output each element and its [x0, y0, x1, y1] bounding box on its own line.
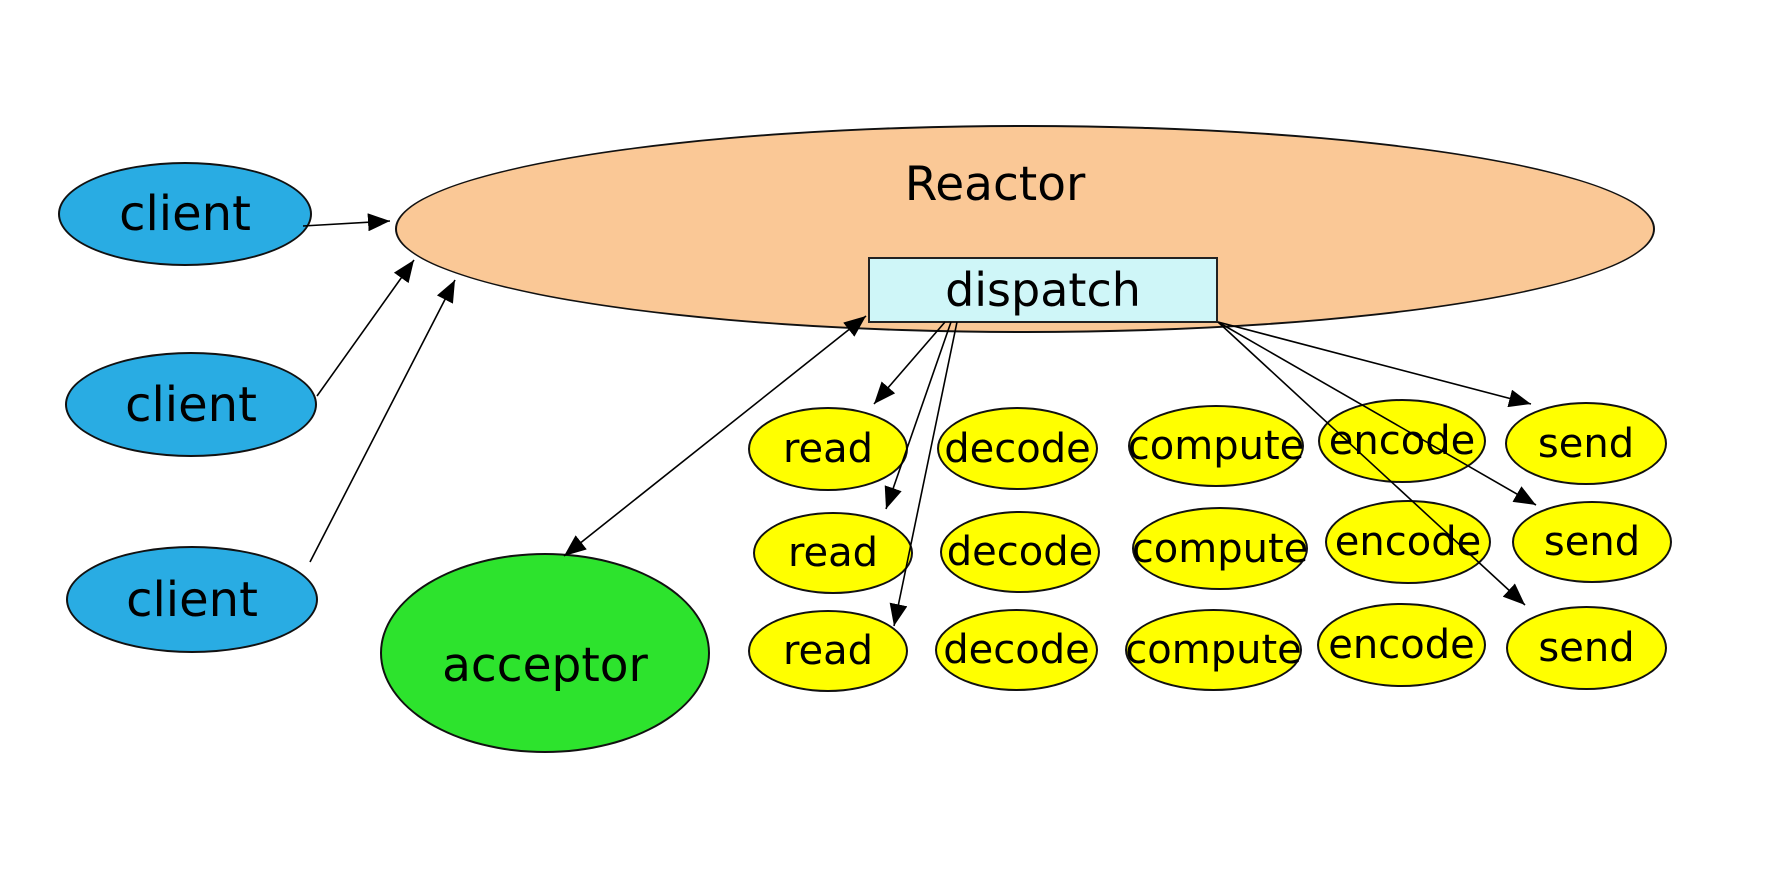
- handler-send-3: send: [1506, 606, 1667, 690]
- client-label-3: client: [126, 571, 258, 628]
- client-label-2: client: [125, 376, 257, 433]
- handler-label: compute: [1127, 423, 1305, 469]
- handler-label: read: [782, 628, 874, 674]
- handler-label: decode: [943, 627, 1090, 673]
- handler-compute-2: compute: [1132, 507, 1308, 590]
- dispatch-label: dispatch: [945, 263, 1141, 317]
- handler-label: compute: [1131, 525, 1309, 572]
- handler-send-1: send: [1505, 402, 1667, 485]
- handler-label: read: [782, 426, 874, 472]
- edge-dispatch-to-read-1: [873, 321, 946, 405]
- handler-compute-3: compute: [1125, 609, 1302, 691]
- handler-label: read: [787, 530, 879, 576]
- handler-decode-1: decode: [937, 407, 1098, 490]
- handler-label: send: [1537, 420, 1635, 467]
- handler-decode-2: decode: [940, 511, 1100, 593]
- client-ellipse-2: client: [65, 352, 317, 457]
- acceptor-ellipse: acceptor: [380, 553, 710, 753]
- handler-label: encode: [1328, 418, 1476, 464]
- edge-dispatch-to-send-1: [1217, 321, 1532, 408]
- handler-encode-3: encode: [1317, 603, 1486, 687]
- handler-encode-1: encode: [1318, 399, 1486, 483]
- edge-dispatch-to-read-2: [884, 321, 952, 510]
- handler-label: encode: [1334, 519, 1482, 565]
- handler-send-2: send: [1512, 501, 1672, 583]
- handler-label: send: [1543, 519, 1641, 565]
- handler-encode-2: encode: [1325, 500, 1491, 584]
- handler-label: compute: [1125, 627, 1302, 673]
- edge-client-1-to-reactor: [302, 213, 391, 232]
- edge-client-2-to-reactor: [316, 259, 415, 397]
- dispatch-box: dispatch: [868, 257, 1218, 323]
- handler-compute-1: compute: [1128, 405, 1304, 487]
- handler-label: decode: [944, 425, 1091, 472]
- client-ellipse-3: client: [66, 546, 318, 653]
- handler-label: decode: [946, 529, 1094, 575]
- client-ellipse-1: client: [58, 162, 312, 266]
- handler-read-2: read: [753, 512, 913, 594]
- client-label-1: client: [119, 186, 251, 242]
- edge-dispatch-to-read-3: [889, 321, 958, 627]
- edge-client-3-to-reactor: [309, 279, 456, 563]
- handler-decode-3: decode: [935, 609, 1098, 691]
- handler-read-1: read: [748, 407, 908, 491]
- handler-label: encode: [1328, 622, 1475, 668]
- handler-label: send: [1538, 625, 1635, 671]
- acceptor-label: acceptor: [442, 637, 648, 693]
- handler-read-3: read: [748, 610, 908, 692]
- reactor-label: Reactor: [904, 157, 1086, 212]
